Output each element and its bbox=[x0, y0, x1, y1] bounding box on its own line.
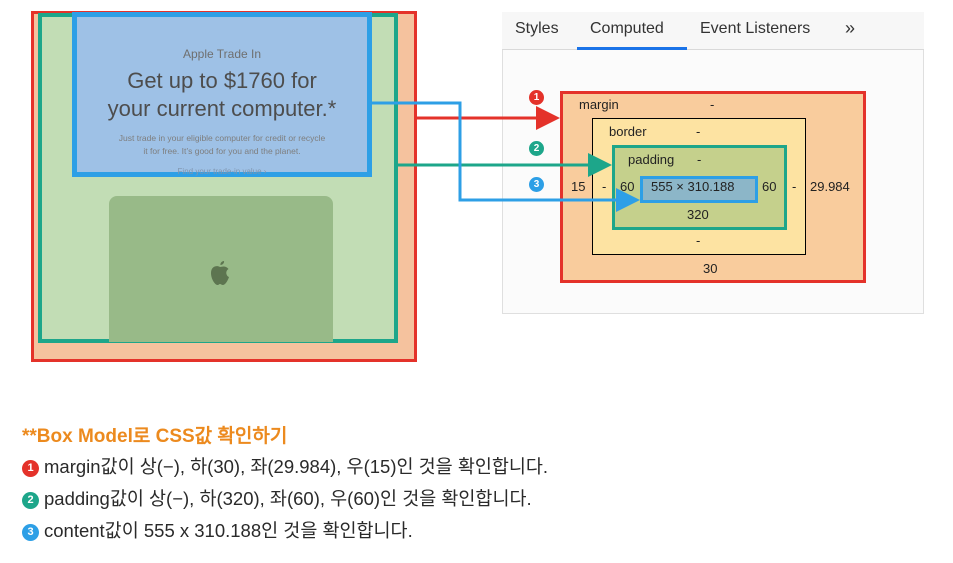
tab-event-listeners[interactable]: Event Listeners bbox=[700, 20, 811, 37]
padding-bottom-value[interactable]: 320 bbox=[687, 207, 709, 222]
margin-bottom-value[interactable]: 30 bbox=[703, 261, 718, 276]
padding-top-value[interactable]: - bbox=[697, 152, 702, 167]
page-preview-content-box: Apple Trade In Get up to $1760 for your … bbox=[72, 12, 372, 177]
hero-trade-in-link[interactable]: Find your trade-in value › bbox=[177, 167, 267, 176]
marker-1-margin: 1 bbox=[529, 90, 544, 105]
active-tab-indicator bbox=[577, 47, 687, 50]
caption-marker-1: 1 bbox=[22, 460, 39, 477]
devtools-tab-bar: Styles Computed Event Listeners » bbox=[502, 12, 924, 50]
caption-marker-2: 2 bbox=[22, 492, 39, 509]
content-size-value[interactable]: 555 × 310.188 bbox=[651, 179, 735, 194]
box-model-content[interactable] bbox=[640, 176, 758, 203]
padding-label: padding bbox=[628, 152, 675, 167]
hero-body-line2: it for free. It’s good for you and the p… bbox=[143, 146, 301, 156]
caption-line3-text: content값이 555 x 310.188인 것을 확인합니다. bbox=[44, 520, 413, 541]
caption-line-content: 3 content값이 555 x 310.188인 것을 확인합니다. bbox=[22, 517, 413, 543]
border-label: border bbox=[609, 124, 647, 139]
hero-headline-line2: your current computer.* bbox=[107, 96, 337, 121]
tab-computed[interactable]: Computed bbox=[590, 20, 664, 37]
hero-body-line1: Just trade in your eligible computer for… bbox=[118, 133, 326, 143]
apple-logo-icon bbox=[211, 261, 229, 285]
caption-line1-text: margin값이 상(−), 하(30), 좌(29.984), 우(15)인 … bbox=[44, 456, 549, 477]
caption-line2-text: padding값이 상(−), 하(320), 좌(60), 우(60)인 것을… bbox=[44, 488, 532, 509]
margin-label: margin bbox=[579, 97, 619, 112]
caption-line-margin: 1 margin값이 상(−), 하(30), 좌(29.984), 우(15)인… bbox=[22, 453, 548, 479]
tab-overflow-chevron-icon[interactable]: » bbox=[845, 18, 856, 38]
margin-left-value[interactable]: 15 bbox=[571, 179, 586, 194]
border-left-value[interactable]: - bbox=[602, 179, 607, 194]
caption-title: **Box Model로 CSS값 확인하기 bbox=[22, 426, 288, 447]
border-top-value[interactable]: - bbox=[696, 124, 701, 139]
hero-eyebrow: Apple Trade In bbox=[182, 47, 262, 61]
margin-top-value[interactable]: - bbox=[710, 97, 715, 112]
tab-styles[interactable]: Styles bbox=[515, 20, 559, 37]
marker-3-content: 3 bbox=[529, 177, 544, 192]
margin-right-value[interactable]: 29.984 bbox=[810, 179, 850, 194]
border-bottom-value[interactable]: - bbox=[696, 233, 701, 248]
content-arrow bbox=[372, 101, 640, 212]
padding-right-value[interactable]: 60 bbox=[762, 179, 777, 194]
hero-headline: Get up to $1760 for your current compute… bbox=[77, 67, 367, 123]
hero-body: Just trade in your eligible computer for… bbox=[77, 132, 367, 158]
caption-line-padding: 2 padding값이 상(−), 하(320), 좌(60), 우(60)인 것… bbox=[22, 485, 532, 511]
hero-headline-line1: Get up to $1760 for bbox=[127, 68, 317, 93]
caption-marker-3: 3 bbox=[22, 524, 39, 541]
marker-2-padding: 2 bbox=[529, 141, 544, 156]
border-right-value[interactable]: - bbox=[792, 179, 797, 194]
